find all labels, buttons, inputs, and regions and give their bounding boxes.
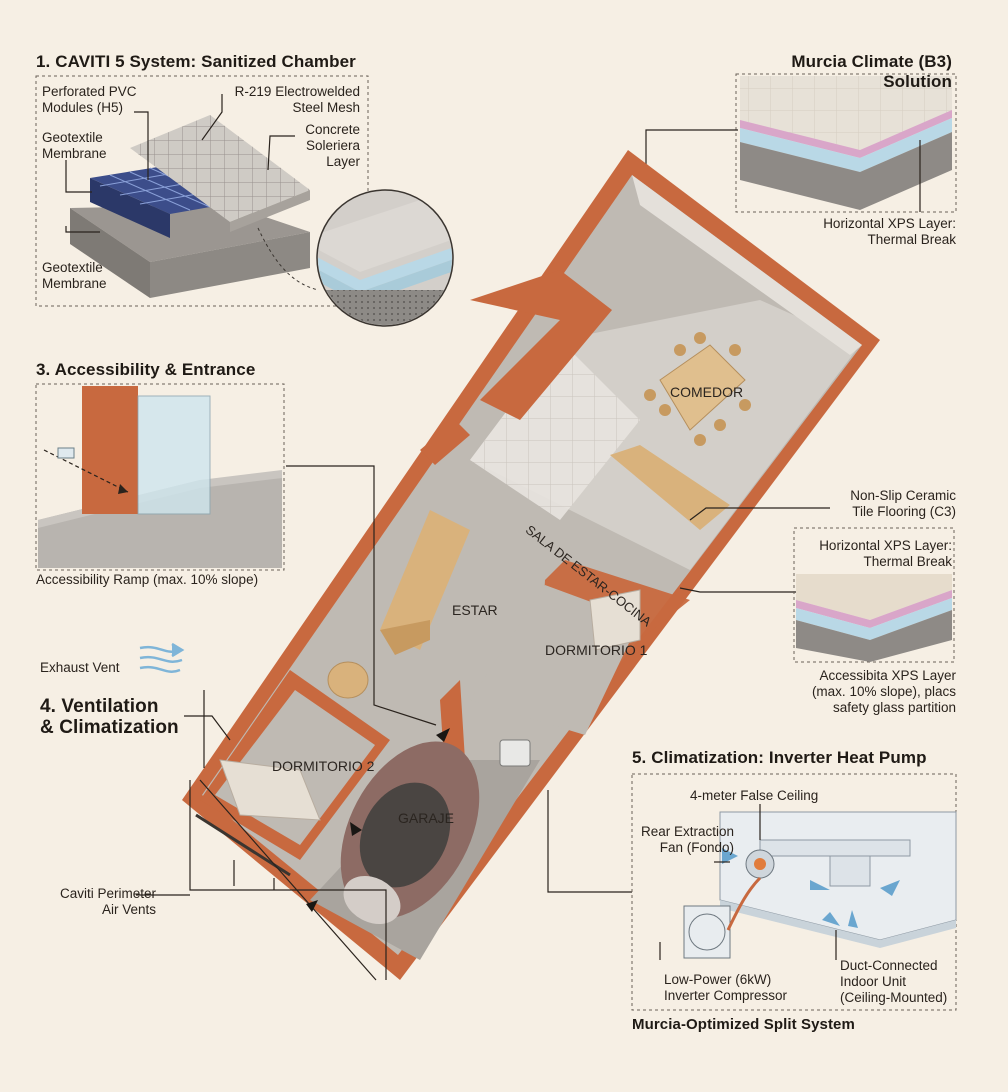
xps-detail-label: Horizontal XPS Layer: Thermal Break bbox=[819, 538, 952, 569]
room-dormitorio-1: DORMITORIO 1 bbox=[545, 642, 648, 658]
car-illustration bbox=[340, 741, 480, 924]
false-ceiling-label: 4-meter False Ceiling bbox=[690, 788, 819, 803]
exhaust-vent-label: Exhaust Vent bbox=[40, 660, 120, 675]
exhaust-vent-icon bbox=[139, 642, 185, 673]
non-slip-tile-label: Non-Slip Ceramic Tile Flooring (C3) bbox=[850, 488, 956, 519]
room-garaje: GARAJE bbox=[398, 810, 455, 826]
perimeter-vents-label: Caviti Perimeter Air Vents bbox=[59, 886, 156, 917]
heat-pump-illustration bbox=[631, 773, 957, 1011]
heat-pump-title: 5. Climatization: Inverter Heat Pump bbox=[632, 748, 927, 767]
ramp-caption: Accessibility Ramp (max. 10% slope) bbox=[36, 572, 259, 587]
murcia-section-illustration bbox=[645, 73, 957, 240]
compressor-label: Low-Power (6kW) Inverter Compressor bbox=[664, 972, 788, 1003]
room-dormitorio-2: DORMITORIO 2 bbox=[272, 758, 375, 774]
room-comedor: COMEDOR bbox=[670, 384, 744, 400]
indoor-unit-label: Duct-Connected Indoor Unit (Ceiling-Moun… bbox=[840, 958, 948, 1005]
caviti-dashed-box bbox=[35, 75, 369, 307]
accessible-xps-label: Accessibita XPS Layer (max. 10% slope), … bbox=[811, 668, 956, 715]
steel-mesh-label: R-219 Electrowelded Steel Mesh bbox=[234, 84, 360, 115]
accessibility-title: 3. Accessibility & Entrance bbox=[36, 360, 256, 379]
caviti-section-illustration bbox=[35, 75, 454, 327]
concrete-layer-label: Concrete Soleriera Layer bbox=[305, 122, 360, 169]
ventilation-title: 4. Ventilation & Climatization bbox=[40, 696, 179, 738]
floor-layer-detail-illustration bbox=[793, 527, 955, 663]
split-system-footer: Murcia-Optimized Split System bbox=[632, 1016, 855, 1033]
floor-plan-illustration bbox=[136, 150, 880, 981]
rear-fan-label: Rear Extraction Fan (Fondo) bbox=[640, 824, 734, 855]
geotextile-bottom-label: Geotextile Membrane bbox=[42, 260, 107, 291]
room-estar: ESTAR bbox=[452, 602, 498, 618]
accessibility-illustration bbox=[35, 383, 285, 571]
murcia-title: Murcia Climate (B3) Solution bbox=[791, 52, 952, 91]
geotextile-top-label: Geotextile Membrane bbox=[42, 130, 107, 161]
pvc-modules-label: Perforated PVC Modules (H5) bbox=[42, 84, 137, 115]
caviti-title: 1. CAVITI 5 System: Sanitized Chamber bbox=[36, 52, 356, 71]
murcia-xps-label: Horizontal XPS Layer: Thermal Break bbox=[823, 216, 956, 247]
